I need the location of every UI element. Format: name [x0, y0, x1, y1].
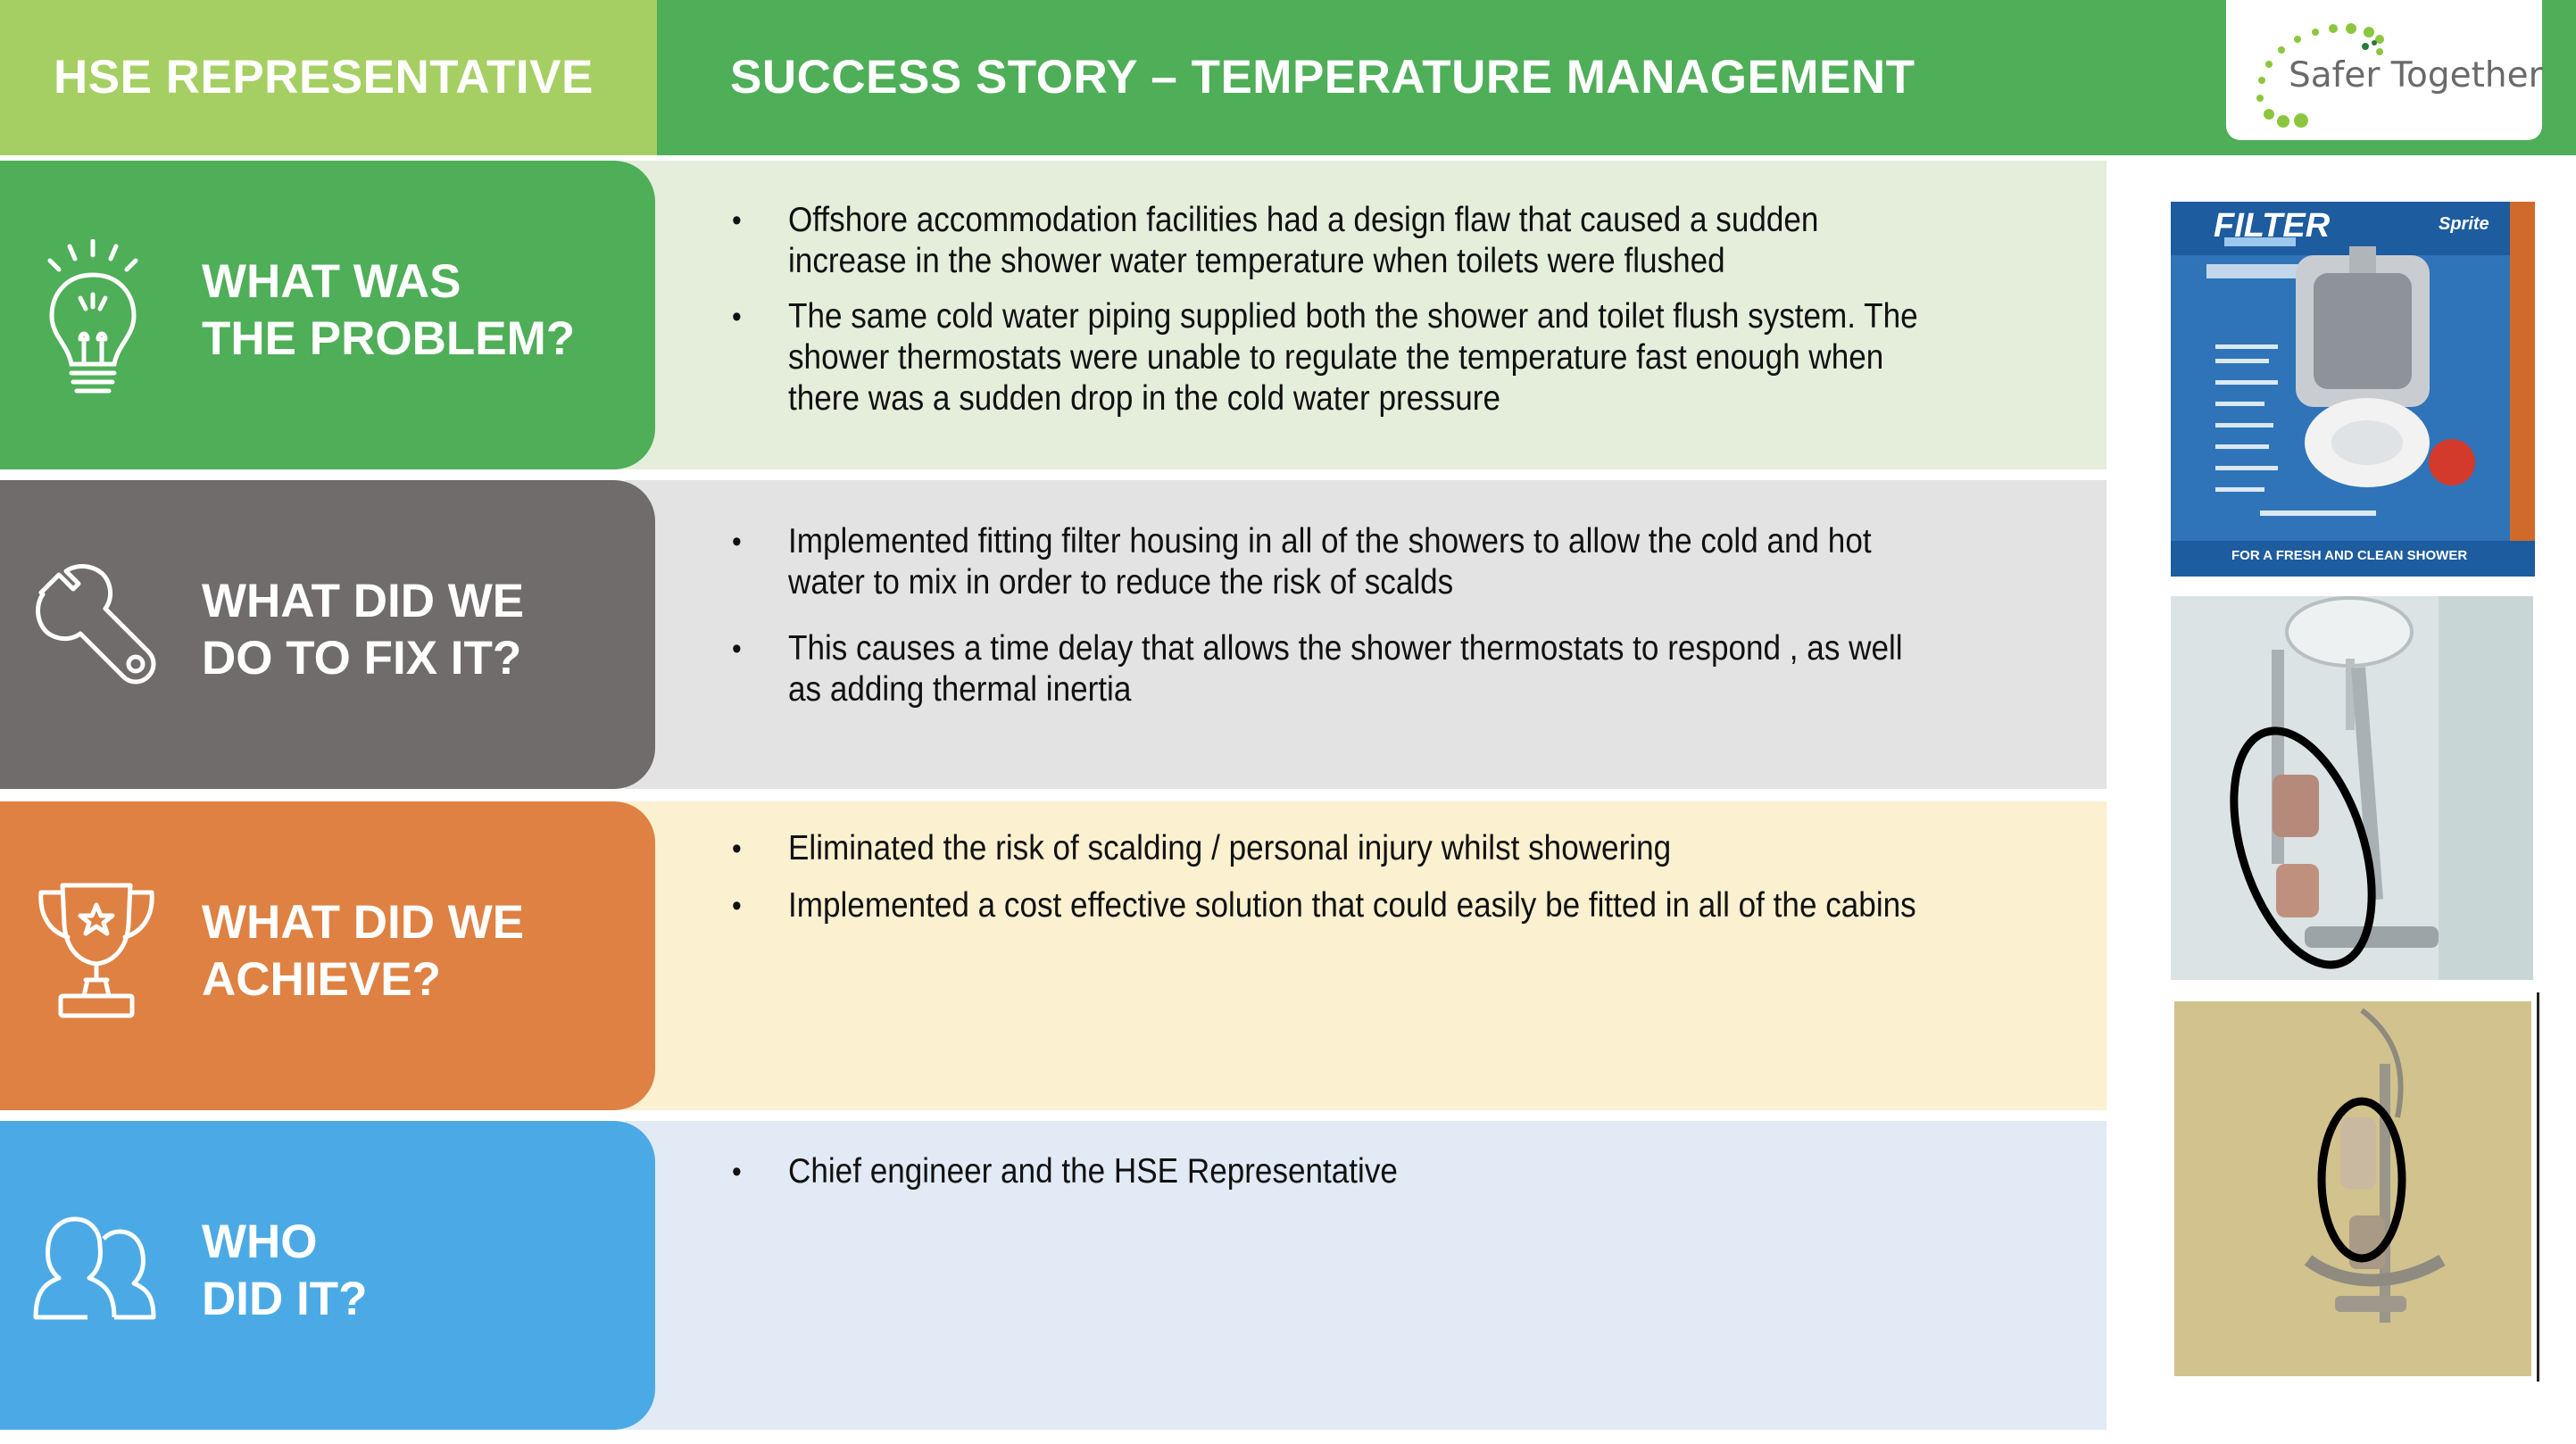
- photo-divider-line: [2537, 992, 2539, 1382]
- achieve-title-line2: ACHIEVE?: [202, 953, 441, 1006]
- achieve-title-line1: WHAT DID WE: [202, 896, 525, 949]
- who-title-line1: WHO: [202, 1216, 318, 1268]
- logo-text: Safer Together: [2289, 55, 2543, 95]
- fix-bullets: Implemented fitting filter housing in al…: [732, 521, 1937, 725]
- filter-box-caption: FOR A FRESH AND CLEAN SHOWER: [2231, 548, 2468, 563]
- shower-filter-box-photo: FILTER Sprite FOR A FRESH AND CLEAN SHOW…: [2171, 202, 2535, 577]
- list-item: Offshore accommodation facilities had a …: [732, 200, 1937, 282]
- filter-box-brand: Sprite: [2439, 214, 2489, 234]
- list-item: The same cold water piping supplied both…: [732, 296, 1937, 419]
- header-left-banner: [0, 0, 657, 155]
- lightbulb-icon: [47, 239, 138, 394]
- list-item: Eliminated the risk of scalding / person…: [732, 828, 1937, 869]
- problem-card: WHAT WAS THE PROBLEM?: [0, 161, 655, 469]
- fix-card: WHAT DID WE DO TO FIX IT?: [0, 480, 655, 789]
- safer-together-logo: Safer Together: [2226, 0, 2543, 140]
- shower-installed-photo-1: [2171, 596, 2533, 980]
- list-item: Chief engineer and the HSE Representativ…: [732, 1151, 1937, 1192]
- shower-installed-photo-2: [2174, 1001, 2531, 1376]
- who-title-line2: DID IT?: [202, 1273, 368, 1325]
- achieve-bullets: Eliminated the risk of scalding / person…: [732, 828, 1937, 941]
- list-item: This causes a time delay that allows the…: [732, 628, 1937, 710]
- logo-swirl-icon: [2256, 23, 2384, 128]
- header-right-title: SUCCESS STORY – TEMPERATURE MANAGEMENT: [730, 51, 1915, 104]
- wrench-icon: [36, 564, 156, 685]
- fix-title-line2: DO TO FIX IT?: [202, 632, 522, 685]
- problem-bullets: Offshore accommodation facilities had a …: [732, 200, 1937, 434]
- who-card: WHO DID IT?: [0, 1121, 655, 1430]
- who-bullets: Chief engineer and the HSE Representativ…: [732, 1151, 1937, 1207]
- list-item: Implemented fitting filter housing in al…: [732, 521, 1937, 603]
- shower-installed-image-2: [2174, 1001, 2531, 1376]
- filter-box-title: FILTER: [2214, 207, 2331, 245]
- shower-installed-image-1: [2171, 596, 2533, 980]
- header-left-title: HSE REPRESENTATIVE: [54, 51, 594, 104]
- problem-title-line1: WHAT WAS: [202, 255, 461, 308]
- trophy-icon: [38, 883, 154, 1018]
- fix-title-line1: WHAT DID WE: [202, 575, 525, 627]
- achieve-card: WHAT DID WE ACHIEVE?: [0, 801, 655, 1110]
- shower-filter-box-image: [2171, 202, 2535, 577]
- list-item: Implemented a cost effective solution th…: [732, 885, 1937, 926]
- people-icon: [33, 1216, 156, 1320]
- problem-title-line2: THE PROBLEM?: [202, 312, 576, 365]
